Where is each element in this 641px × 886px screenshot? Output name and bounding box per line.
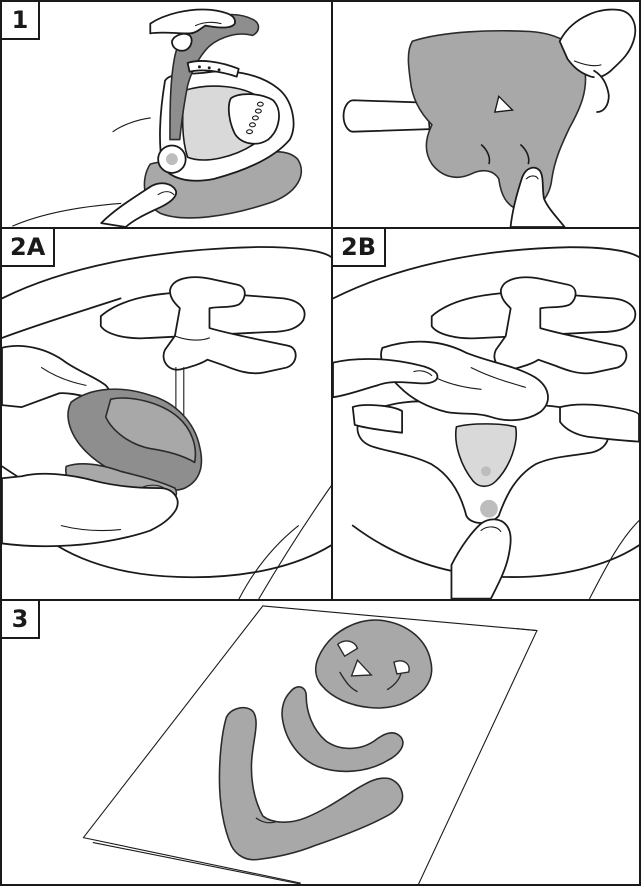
- remove-pad-illustration: [2, 2, 331, 227]
- step-2b-label: 2B: [331, 227, 386, 267]
- step-2a-label: 2A: [0, 227, 55, 267]
- step-1-panel: 1: [0, 0, 333, 229]
- step-1-label: 1: [0, 0, 40, 40]
- dry-pads-illustration: [2, 601, 639, 884]
- wash-seat-illustration: [333, 229, 639, 599]
- step-2a-panel: 2A: [0, 227, 333, 601]
- step-2b-panel: 2B: [331, 227, 641, 601]
- detach-pad-illustration: [333, 2, 639, 227]
- step-1b-panel: [331, 0, 641, 229]
- wash-pad-illustration: [2, 229, 331, 599]
- step-3-label: 3: [0, 599, 40, 639]
- step-3-panel: 3: [0, 599, 641, 886]
